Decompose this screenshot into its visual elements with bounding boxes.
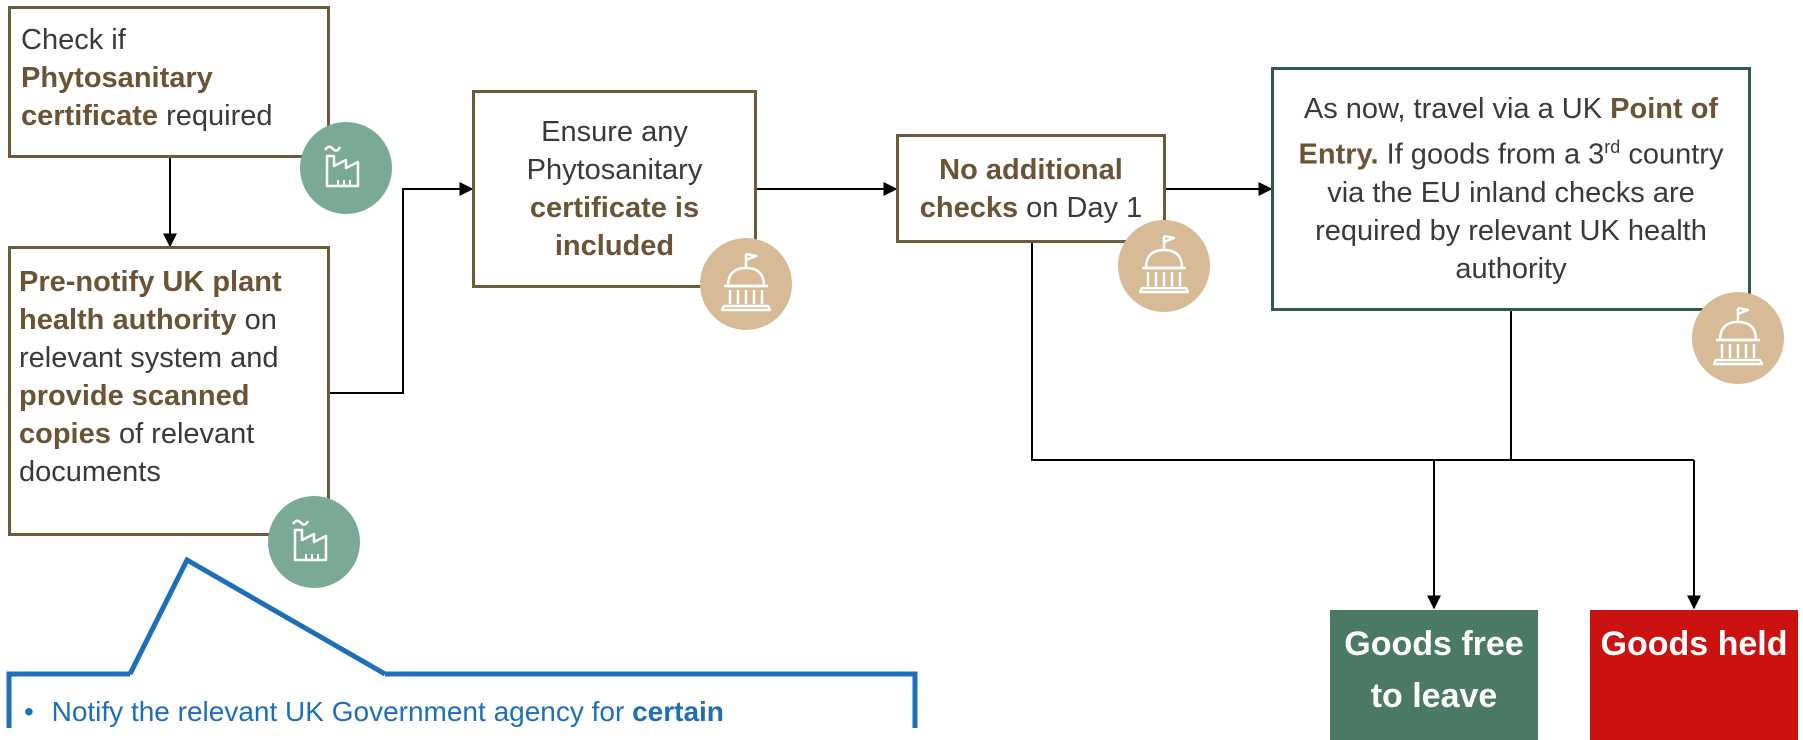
prenotify-text-1: on relevant system and bbox=[19, 304, 279, 374]
poe-text-bold: Point of Entry. bbox=[1298, 93, 1719, 171]
check-text-post: required bbox=[166, 100, 273, 132]
callout-text: • Notify the relevant UK Government agen… bbox=[24, 694, 914, 730]
line-nochecks-down bbox=[1031, 243, 1511, 461]
prenotify-text-bold-2: provide scanned copies bbox=[19, 380, 250, 450]
check-text-bold: Phytosanitary certificate bbox=[21, 62, 213, 132]
poe-text-pre: As now, travel via a UK bbox=[1303, 93, 1603, 126]
poe-text-mid: If goods from a 3 bbox=[1386, 138, 1605, 171]
poe-text-sup: rd bbox=[1604, 137, 1621, 158]
nochecks-text-post: on Day 1 bbox=[1026, 191, 1143, 224]
prenotify-text-bold-1: Pre-notify UK plant health authority bbox=[19, 266, 282, 336]
goods-free-to-leave-box: Goods free to leave bbox=[1330, 610, 1538, 740]
goods-held-box: Goods held bbox=[1590, 610, 1798, 740]
prenotify-box: Pre-notify UK plant health authority on … bbox=[8, 246, 330, 536]
factory-icon bbox=[300, 122, 392, 214]
callout-text-bold: certain bbox=[632, 696, 724, 727]
ensure-text-bold: certificate is included bbox=[529, 192, 700, 262]
government-building-icon bbox=[1692, 292, 1784, 384]
check-certificate-box: Check if Phytosanitary certificate requi… bbox=[8, 6, 330, 158]
poe-text-post: country via the EU inland checks are req… bbox=[1315, 138, 1724, 285]
check-text-pre: Check if bbox=[21, 24, 126, 56]
factory-icon bbox=[268, 496, 360, 588]
government-building-icon bbox=[1118, 220, 1210, 312]
no-additional-checks-box: No additional checks on Day 1 bbox=[896, 134, 1166, 243]
goods-held-text: Goods held bbox=[1600, 625, 1788, 663]
bullet-dot-icon: • bbox=[24, 696, 34, 727]
government-building-icon bbox=[700, 238, 792, 330]
nochecks-text-bold: No additional checks bbox=[919, 153, 1123, 224]
point-of-entry-box: As now, travel via a UK Point of Entry. … bbox=[1271, 67, 1751, 311]
arrow-prenotify-to-ensure bbox=[330, 182, 474, 394]
callout-text-pre: Notify the relevant UK Government agency… bbox=[51, 696, 625, 727]
prenotify-text-2: of relevant documents bbox=[19, 418, 255, 488]
ensure-text-pre: Ensure any Phytosanitary bbox=[526, 116, 703, 186]
goods-free-text: Goods free to leave bbox=[1344, 625, 1524, 715]
